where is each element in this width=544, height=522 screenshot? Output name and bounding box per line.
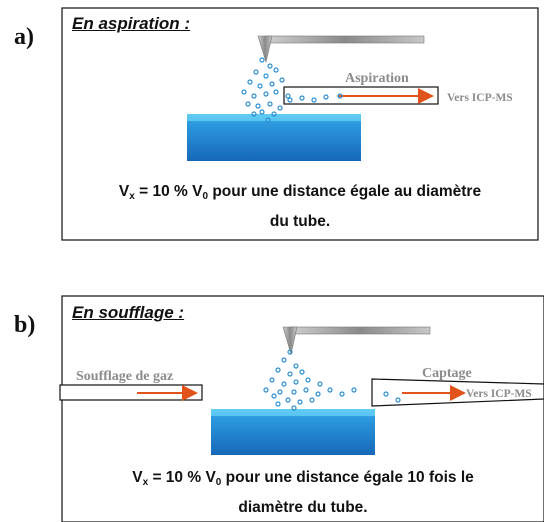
panel-a-letter: a) — [14, 24, 34, 50]
particle — [315, 391, 321, 397]
particle — [275, 367, 281, 373]
particle — [281, 381, 287, 387]
particle — [265, 117, 271, 123]
particle — [271, 111, 277, 117]
panel-b-vers-icpms-label: Vers ICP-MS — [466, 388, 532, 400]
particle — [395, 397, 401, 403]
particle — [303, 387, 309, 393]
particle — [299, 369, 305, 375]
panel-b-caption: Vx = 10 % V0 pour une distance égale 10 … — [62, 465, 544, 520]
particle — [251, 111, 257, 117]
panel-b-captage-label: Captage — [422, 366, 472, 381]
panel-b-frame — [61, 295, 544, 522]
particle — [259, 109, 265, 115]
particle — [317, 381, 323, 387]
particle — [259, 57, 265, 63]
particle — [305, 377, 311, 383]
particle — [267, 101, 273, 107]
particle — [277, 389, 283, 395]
panel-a-caption-line2: du tube. — [269, 213, 331, 230]
particle — [263, 91, 269, 97]
particle — [247, 79, 253, 85]
panel-a-aspiration-label: Aspiration — [345, 71, 409, 86]
panel-a-vers-icpms-label: Vers ICP-MS — [447, 92, 513, 104]
panel-b-caption-line1: Vx = 10 % V0 pour une distance égale 10 … — [132, 469, 474, 488]
panel-a-frame — [61, 7, 539, 241]
panel-b-soufflage-label: Soufflage de gaz — [76, 369, 173, 384]
particle — [293, 363, 299, 369]
particle — [257, 83, 263, 89]
particle — [271, 393, 277, 399]
particle — [263, 73, 269, 79]
panel-a-caption-line1: Vx = 10 % V0 pour une distance égale au … — [118, 183, 482, 202]
particle — [269, 377, 275, 383]
particle — [311, 97, 317, 103]
particle — [241, 89, 247, 95]
panel-a-sample-block — [187, 114, 361, 161]
panel-a-needle — [257, 35, 425, 64]
particle — [255, 103, 261, 109]
particle — [351, 387, 357, 393]
particle — [285, 397, 291, 403]
particle — [309, 397, 315, 403]
panel-b-sample-block — [211, 409, 375, 455]
particle — [267, 63, 273, 69]
panel-b-caption-line2: diamètre du tube. — [238, 499, 368, 516]
particle — [327, 387, 333, 393]
particle — [293, 379, 299, 385]
panel-a-title: En aspiration : — [72, 14, 191, 33]
particle — [275, 401, 281, 407]
particle — [383, 391, 389, 397]
particle — [269, 81, 275, 87]
particle — [299, 95, 305, 101]
particle — [273, 67, 279, 73]
panel-b-letter: b) — [14, 312, 36, 338]
particle — [297, 399, 303, 405]
particle — [337, 93, 343, 99]
panel-a-caption: Vx = 10 % V0 pour une distance égale au … — [62, 179, 538, 234]
panel-b-needle — [282, 326, 431, 356]
particle — [279, 77, 285, 83]
particle — [339, 391, 345, 397]
particle — [263, 387, 269, 393]
particle — [251, 93, 257, 99]
particle — [277, 105, 283, 111]
particle — [287, 349, 293, 355]
particle — [281, 357, 287, 363]
particle — [287, 371, 293, 377]
particle — [253, 69, 259, 75]
particle — [291, 405, 297, 411]
panel-b-particles — [263, 349, 401, 411]
particle — [245, 101, 251, 107]
particle — [287, 97, 293, 103]
particle — [323, 94, 329, 100]
particle — [273, 89, 279, 95]
panel-b-title: En soufflage : — [72, 303, 185, 322]
panel-a-particles — [241, 57, 343, 123]
panel-b-gas-tube — [59, 384, 203, 401]
particle — [285, 93, 291, 99]
particle — [291, 389, 297, 395]
